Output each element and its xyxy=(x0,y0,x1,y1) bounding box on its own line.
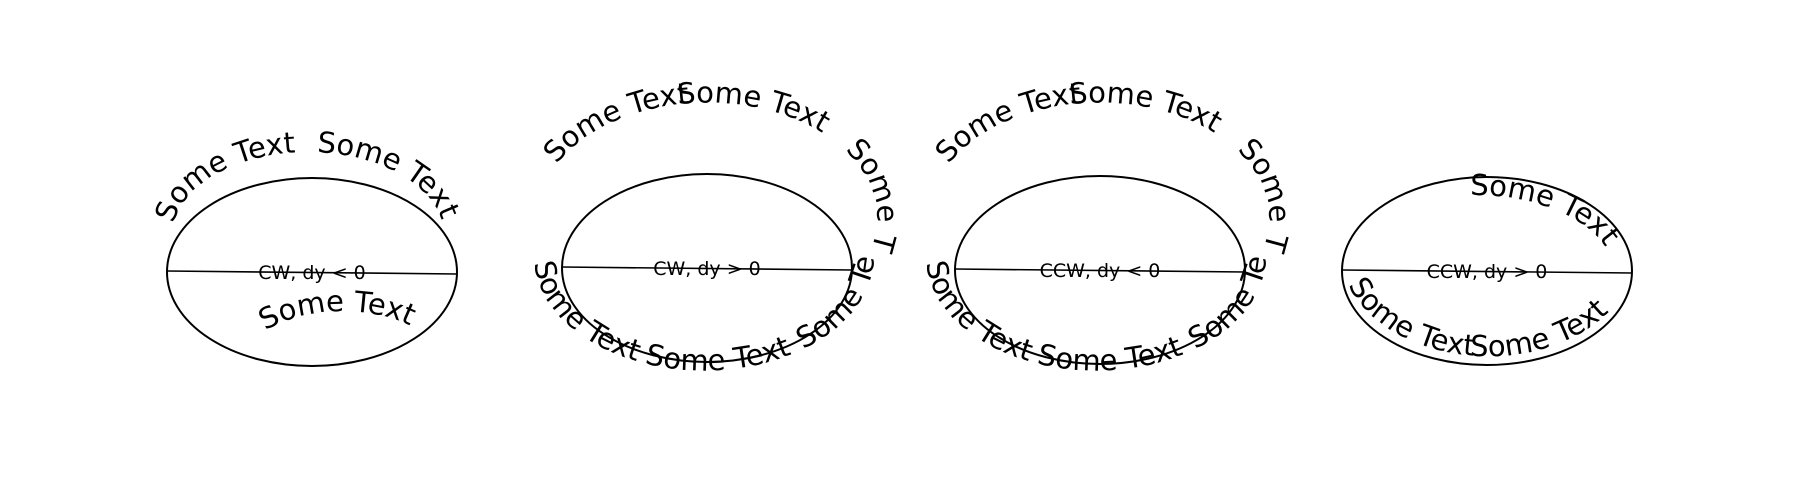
ellipse-caption: CCW, dy > 0 xyxy=(1427,261,1548,283)
axis-line xyxy=(561,266,853,271)
ellipse-shape xyxy=(1341,176,1633,366)
ellipse-shape xyxy=(561,173,853,363)
axis-line xyxy=(166,270,458,275)
path-label: Some Text xyxy=(919,257,1037,367)
path-label: Some Text xyxy=(676,75,836,139)
ellipse-group-ccw-dy-positive: CCW, dy > 0 Some Text Some Text Some Tex… xyxy=(1341,168,1633,366)
axis-line xyxy=(1341,269,1633,274)
ellipse-group-cw-dy-negative: CW, dy < 0 Some Text Some Text Some Text xyxy=(148,125,467,367)
path-label: Some Text xyxy=(643,329,795,378)
ellipse-caption: CCW, dy < 0 xyxy=(1040,260,1161,282)
axis-line xyxy=(954,268,1246,273)
ellipse-caption: CW, dy < 0 xyxy=(258,262,366,284)
path-label: Some Text xyxy=(1035,329,1187,378)
path-label: Some Text xyxy=(253,284,421,337)
ellipse-shape xyxy=(166,177,458,367)
path-label: Some Text xyxy=(928,76,1082,169)
path-label: Some Text xyxy=(527,257,645,367)
path-label: Some Text xyxy=(1068,75,1228,139)
path-label: Some Text xyxy=(0,0,905,256)
path-label: Some Text xyxy=(536,76,690,169)
path-label: Some Text xyxy=(1470,168,1627,252)
path-label: Some Text xyxy=(1342,271,1476,363)
ellipse-shape xyxy=(954,175,1246,365)
path-label: Some Text xyxy=(148,125,296,226)
ellipse-caption: CW, dy > 0 xyxy=(653,258,761,280)
path-label: Some Text xyxy=(1469,292,1613,364)
path-label: Some Text xyxy=(316,125,467,223)
